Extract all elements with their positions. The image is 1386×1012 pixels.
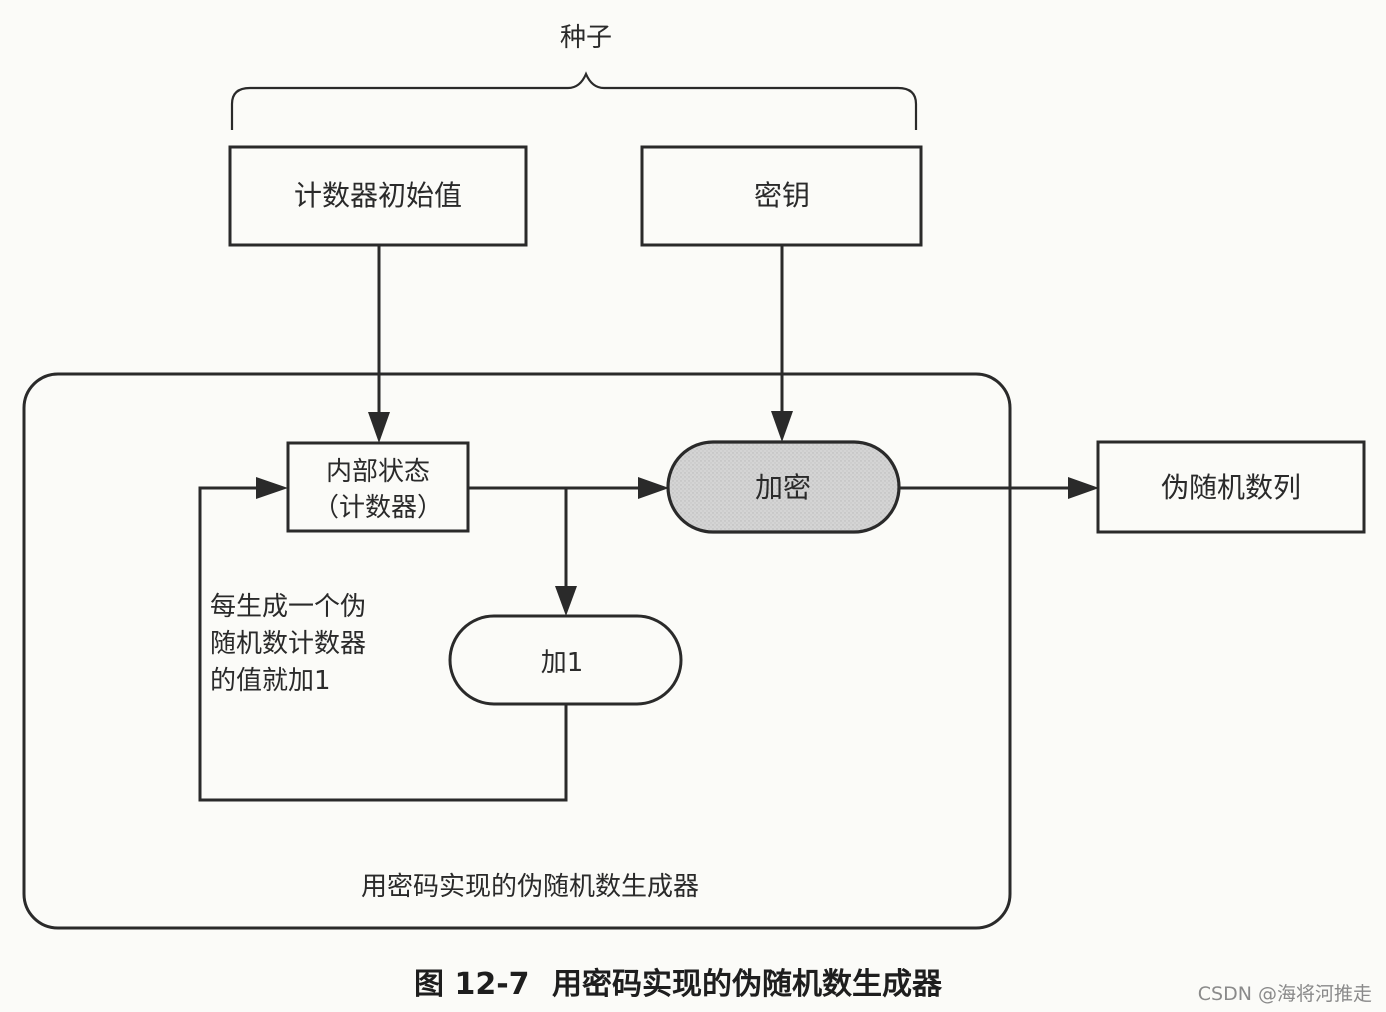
add-one-label: 加1: [541, 648, 584, 678]
output-label: 伪随机数列: [1161, 471, 1301, 504]
arrowhead-into-state-left: [256, 477, 288, 499]
arrowhead-into-encrypt-left: [638, 477, 669, 499]
arrowhead-into-output: [1068, 477, 1099, 499]
annotation-line2: 随机数计数器: [210, 629, 366, 659]
figure-caption-title: 用密码实现的伪随机数生成器: [552, 967, 943, 1002]
feedback-loop-line: [198, 486, 568, 802]
container-label: 用密码实现的伪随机数生成器: [361, 872, 699, 902]
internal-state-label-line2: （计数器）: [313, 493, 443, 523]
key-label: 密钥: [754, 179, 810, 212]
internal-state-label-line1: 内部状态: [326, 457, 430, 487]
output-box: [1096, 440, 1366, 534]
counter-init-label: 计数器初始值: [294, 179, 462, 212]
seed-label: 种子: [560, 23, 612, 53]
encrypt-label: 加密: [755, 471, 811, 504]
csdn-watermark: CSDN @海将河推走: [1198, 983, 1372, 1005]
prng-container: [22, 372, 1012, 930]
seed-brace: [230, 71, 918, 130]
arrowhead-into-encrypt-top: [771, 411, 793, 442]
arrowhead-into-state-top: [368, 412, 390, 443]
arrowhead-into-add-one: [555, 586, 577, 616]
annotation-line3: 的值就加1: [210, 666, 331, 696]
annotation-line1: 每生成一个伪: [210, 592, 366, 622]
internal-state-box: [286, 441, 470, 533]
figure-caption-number: 图 12-7: [414, 967, 530, 1002]
